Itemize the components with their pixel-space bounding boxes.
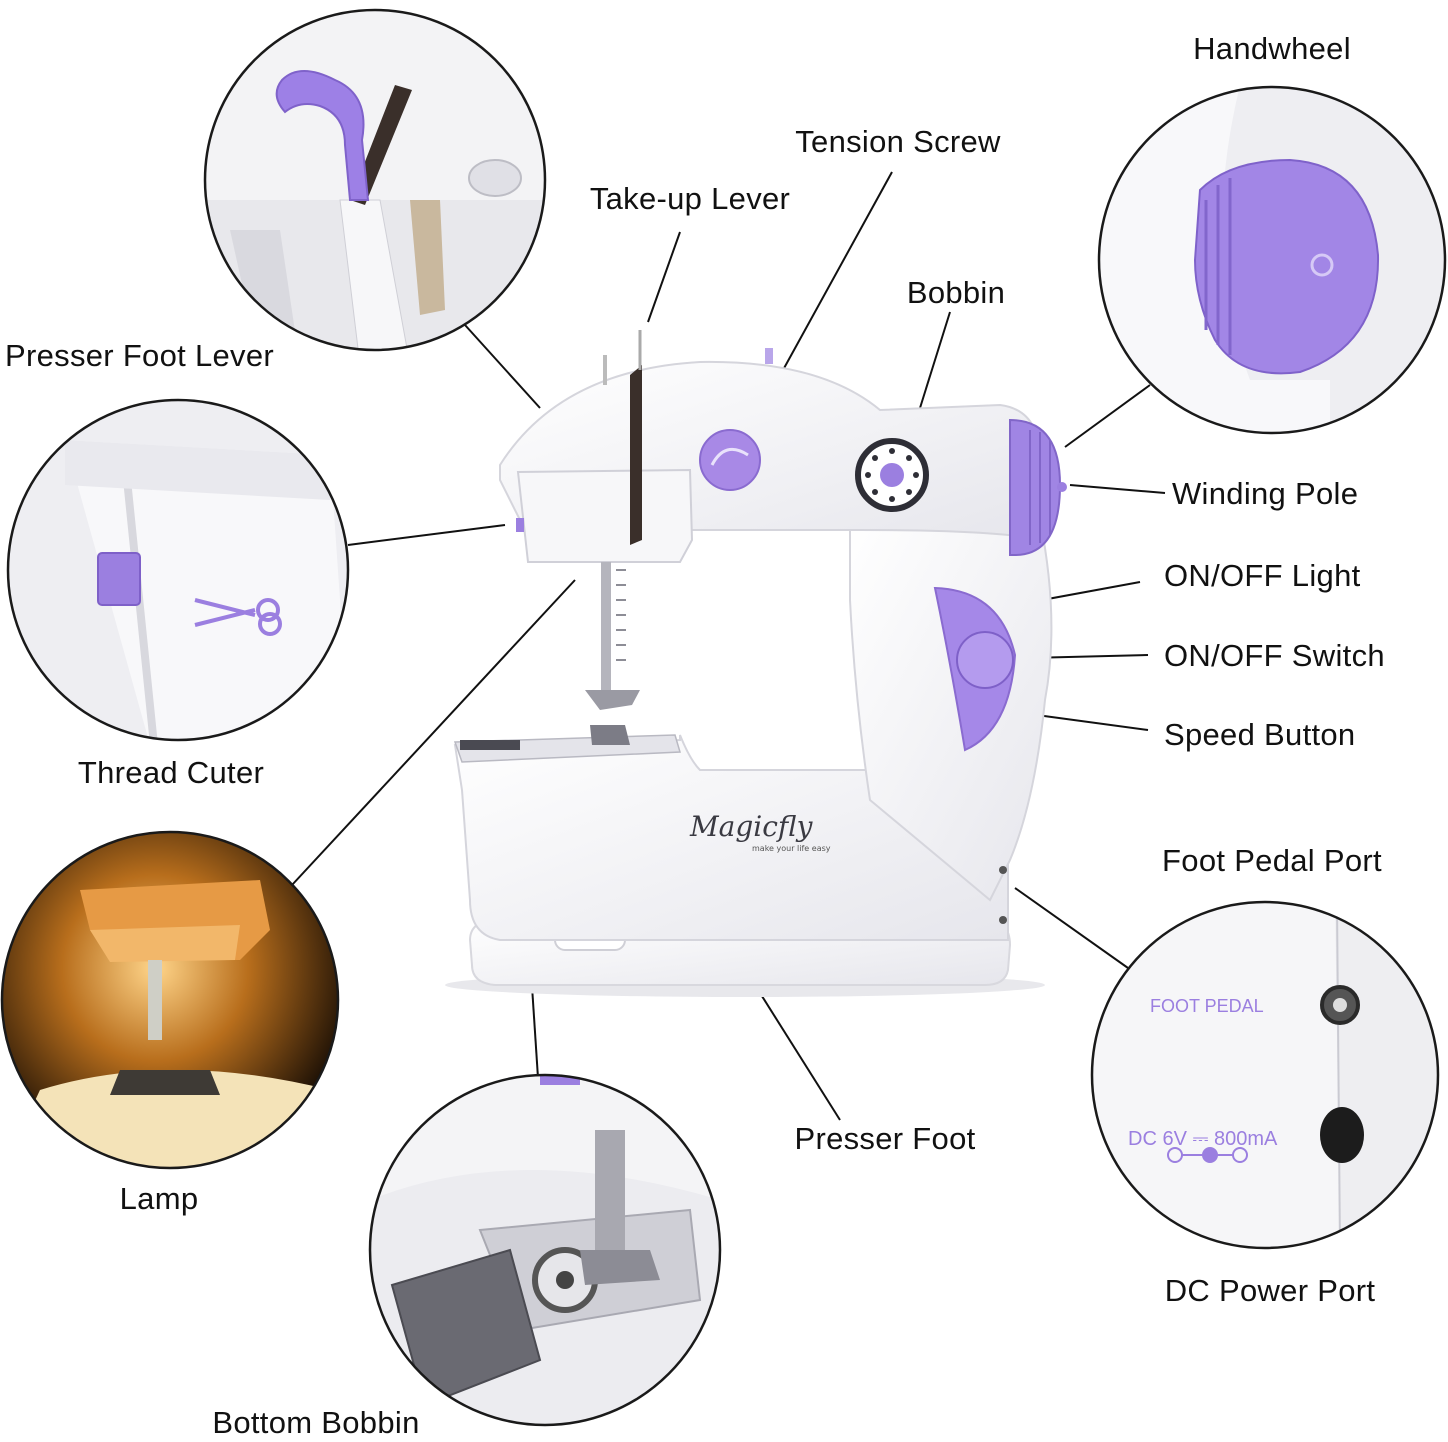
brand-name: Magicfly — [689, 810, 814, 843]
label-presser-foot-lever: Presser Foot Lever — [5, 338, 275, 373]
label-handwheel: Handwheel — [1193, 31, 1351, 66]
brand-tagline: make your life easy — [752, 844, 831, 853]
leader-take-up-lever — [647, 231, 681, 323]
scissors-icon — [194, 598, 282, 636]
arrow-icon — [1310, 253, 1334, 277]
label-on-off-switch: ON/OFF Switch — [1164, 638, 1385, 673]
label-tension-screw: Tension Screw — [795, 124, 1001, 159]
label-thread-cutter: Thread Cuter — [77, 755, 265, 790]
leader-foot-pedal-port — [1014, 887, 1129, 969]
leader-thread-cutter — [347, 524, 506, 546]
dc-rating-text: DC 6V ⎓ 800mA — [1128, 1128, 1278, 1150]
leader-presser-foot-lever — [464, 324, 541, 409]
detail-bottom-bobbin — [368, 1073, 722, 1427]
label-dc-power-port: DC Power Port — [1164, 1273, 1376, 1308]
leader-winding-pole — [1069, 484, 1166, 494]
label-foot-pedal-port: Foot Pedal Port — [1162, 843, 1382, 878]
leader-handwheel — [1064, 384, 1151, 448]
detail-handwheel — [1097, 85, 1447, 435]
polarity-icon — [1167, 1147, 1248, 1163]
leader-lamp — [291, 579, 576, 886]
detail-presser-foot-lever — [203, 8, 547, 352]
label-winding-pole: Winding Pole — [1172, 476, 1359, 511]
label-take-up-lever: Take-up Lever — [589, 181, 791, 216]
sewing-machine: Magicfly make your life easy — [445, 330, 1067, 997]
detail-lamp — [0, 830, 340, 1170]
label-presser-foot: Presser Foot — [794, 1121, 976, 1156]
label-speed-button: Speed Button — [1164, 717, 1356, 752]
label-lamp: Lamp — [119, 1181, 199, 1216]
label-bottom-bobbin: Bottom Bobbin — [212, 1405, 420, 1440]
detail-ports: FOOT PEDAL DC 6V ⎓ 800mA — [1090, 900, 1440, 1250]
detail-thread-cutter — [6, 398, 350, 742]
label-on-off-light: ON/OFF Light — [1164, 558, 1361, 593]
foot-pedal-text: FOOT PEDAL — [1150, 996, 1264, 1016]
label-bobbin: Bobbin — [906, 275, 1006, 310]
